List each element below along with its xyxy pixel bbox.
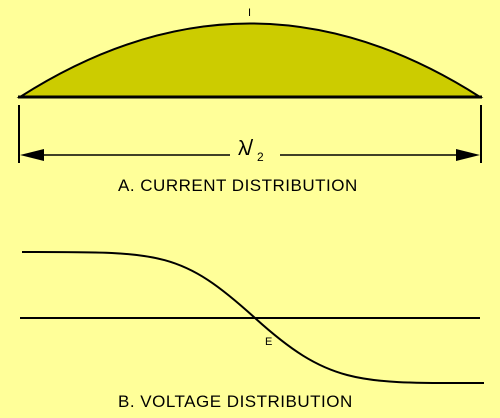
voltage-distribution-curve [21,250,485,385]
voltage-node-label: E [265,336,273,348]
lambda-denominator: 2 [257,150,264,164]
left-arrowhead [20,149,44,161]
wavelength-label: λ / 2 [230,135,280,166]
lambda-symbol: λ [238,138,248,160]
right-arrowhead [456,149,480,161]
voltage-distribution-caption: B. VOLTAGE DISTRIBUTION [118,392,353,411]
current-distribution-caption: A. CURRENT DISTRIBUTION [118,176,358,195]
current-peak-label: I [248,7,252,19]
fraction-slash: / [247,135,254,160]
current-distribution-arch [16,22,484,98]
